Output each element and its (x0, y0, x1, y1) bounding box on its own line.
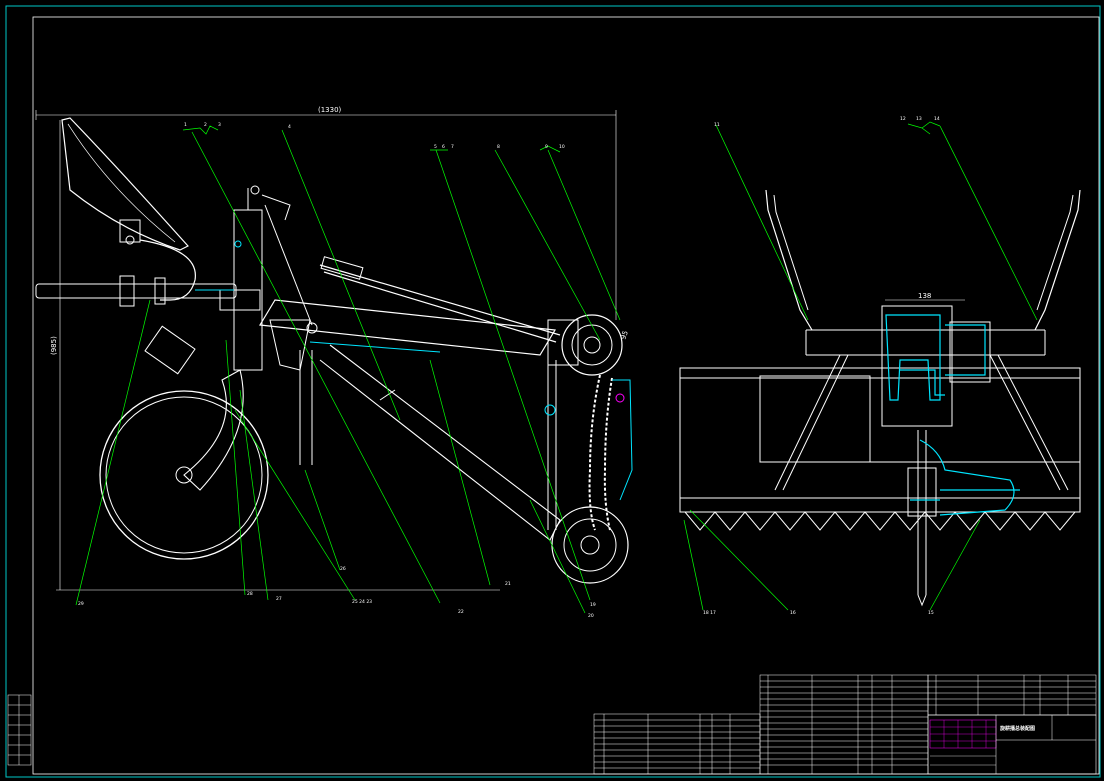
svg-text:7: 7 (451, 144, 454, 150)
svg-text:28: 28 (247, 591, 253, 597)
svg-text:16: 16 (790, 610, 796, 616)
inner-border (32, 16, 1100, 775)
parts-list-left (593, 713, 761, 775)
svg-text:10: 10 (559, 144, 565, 150)
svg-text:2: 2 (204, 122, 207, 128)
svg-text:20: 20 (588, 613, 594, 619)
drawing-title: 旋耕播总装配图 (999, 725, 1035, 732)
svg-text:26: 26 (340, 566, 346, 572)
svg-text:22: 22 (458, 609, 464, 615)
svg-text:25 24 23: 25 24 23 (352, 599, 372, 605)
dim-small: 95 (619, 330, 630, 341)
svg-text:11: 11 (714, 122, 720, 128)
svg-text:15: 15 (928, 610, 934, 616)
dim-height: (985) (50, 336, 58, 355)
svg-text:5: 5 (434, 144, 437, 150)
svg-text:27: 27 (276, 596, 282, 602)
svg-text:4: 4 (288, 124, 291, 130)
side-view-cyan (195, 240, 633, 501)
svg-text:19: 19 (590, 602, 596, 608)
svg-text:21: 21 (505, 581, 511, 587)
svg-text:9: 9 (545, 144, 548, 150)
side-view (35, 110, 629, 591)
callouts-right: 11 12 13 14 15 16 18 17 (703, 116, 940, 616)
svg-text:3: 3 (218, 122, 221, 128)
svg-text:29: 29 (78, 601, 84, 607)
front-view (679, 189, 1081, 607)
front-view-cyan (885, 314, 1020, 516)
svg-text:12: 12 (900, 116, 906, 122)
dim-frame-width: 138 (918, 292, 931, 300)
outer-border (5, 5, 1101, 778)
svg-text:1: 1 (184, 122, 187, 128)
parts-list-mid (759, 674, 929, 775)
svg-text:18 17: 18 17 (703, 610, 716, 616)
binding-strip (7, 694, 32, 766)
parts-list-right (927, 674, 1097, 716)
svg-text:14: 14 (934, 116, 940, 122)
leader-lines (75, 121, 1038, 614)
svg-text:13: 13 (916, 116, 922, 122)
dim-length: (1330) (318, 106, 342, 114)
svg-text:8: 8 (497, 144, 500, 150)
callouts-left: 1 2 3 4 5 6 7 8 9 10 29 28 27 26 25 24 2… (78, 122, 596, 619)
title-block (927, 714, 1097, 775)
svg-text:6: 6 (442, 144, 445, 150)
